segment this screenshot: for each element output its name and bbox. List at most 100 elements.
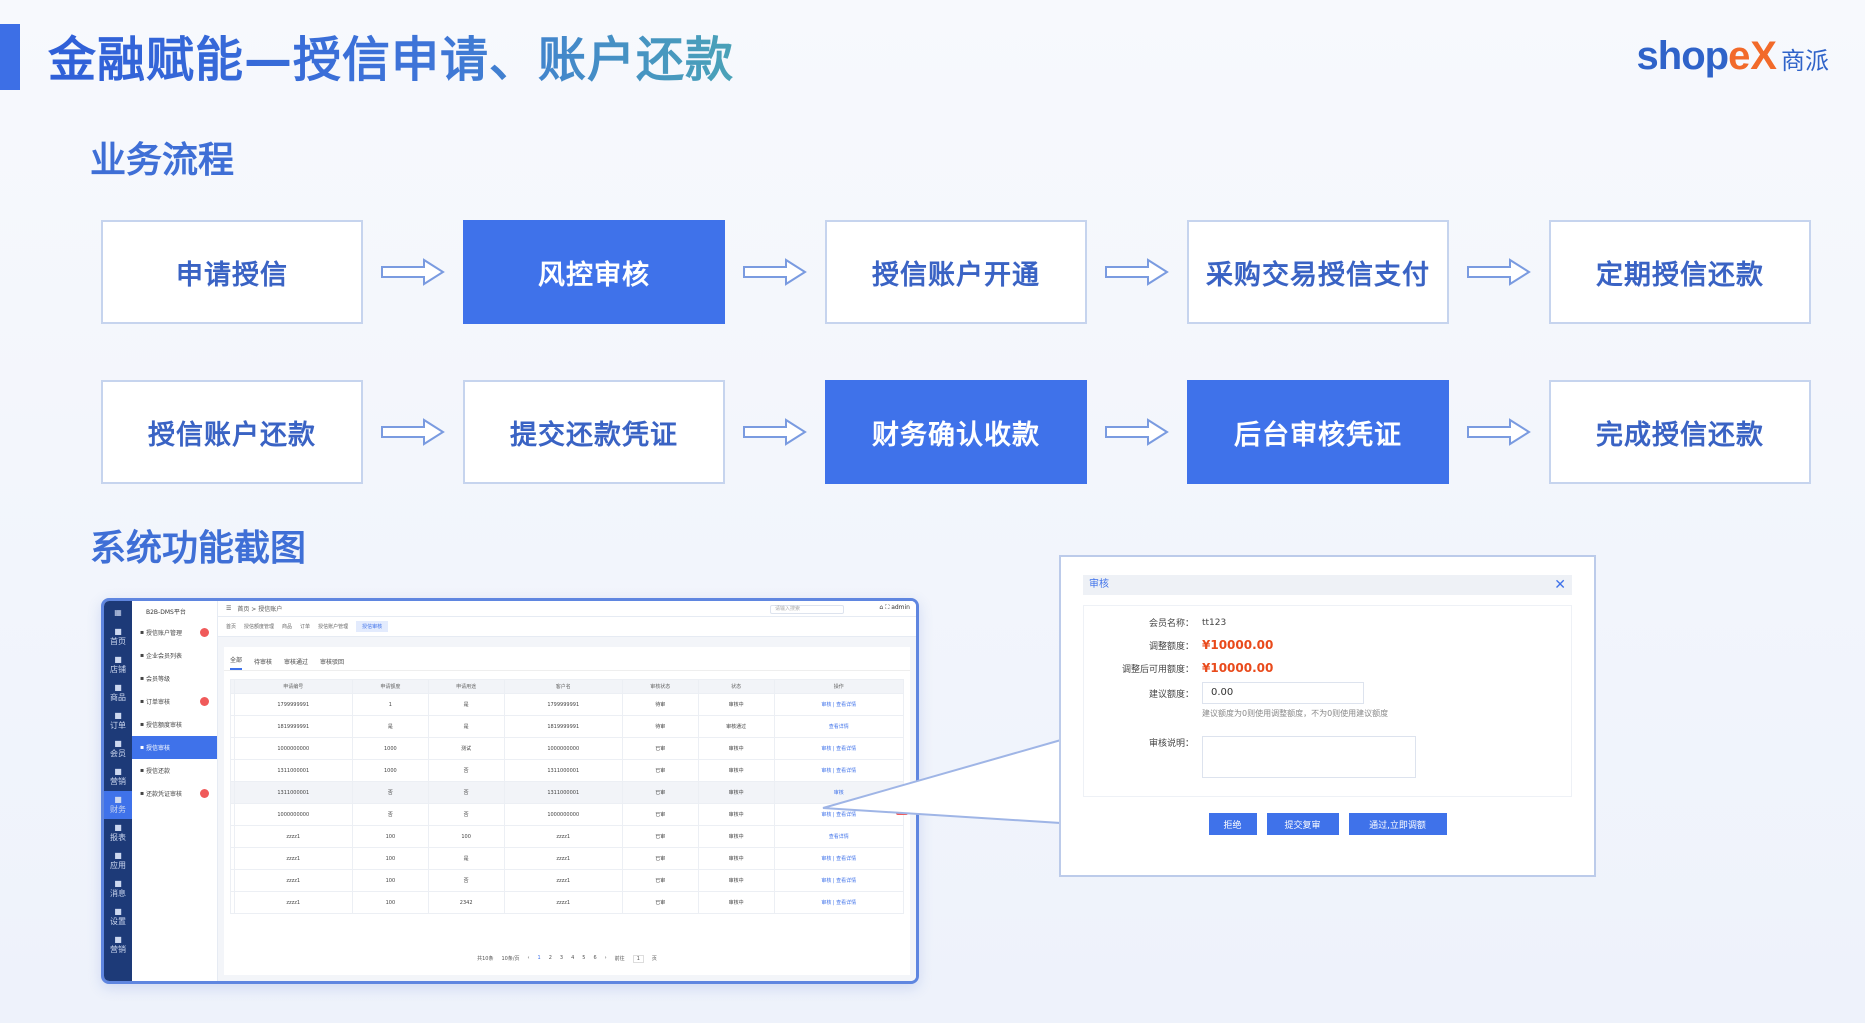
status-subtab[interactable]: 审核驳回 bbox=[320, 659, 345, 666]
resubmit-button[interactable]: 提交复审 bbox=[1266, 813, 1339, 835]
pager-page[interactable]: 1 bbox=[537, 955, 541, 961]
status-subtab[interactable]: 审核通过 bbox=[284, 659, 309, 666]
table-cell: zzzz1 bbox=[233, 825, 353, 848]
member-label: 会员名称： bbox=[1148, 619, 1194, 629]
row-actions[interactable]: 审核 | 查看详情 bbox=[773, 869, 904, 892]
table-cell: 已审 bbox=[621, 891, 699, 914]
sidebar-item[interactable]: ▪ 企业会员列表 bbox=[132, 644, 217, 667]
sidebar-item[interactable]: ▪ 授信审核 bbox=[132, 736, 217, 759]
amount-label: 调整额度： bbox=[1148, 641, 1194, 652]
icon-nav-item[interactable]: ■营销 bbox=[104, 931, 132, 959]
icon-nav-item[interactable]: ■营销 bbox=[104, 763, 132, 791]
pager-prev[interactable]: ‹ bbox=[527, 955, 530, 961]
top-bar: ☰ 首页 > 授信账户 请输入搜索 ⌂ ⛶ admin bbox=[218, 601, 916, 617]
table-cell: 1311000001 bbox=[233, 781, 353, 804]
icon-nav-item[interactable]: ■会员 bbox=[104, 735, 132, 763]
shopex-logo: shop eX 商派 bbox=[1637, 34, 1829, 79]
row-actions[interactable]: 审核 | 查看详情 bbox=[773, 693, 904, 716]
column-header: 状态 bbox=[697, 679, 775, 694]
pager-next[interactable]: › bbox=[604, 955, 607, 961]
row-actions[interactable]: 审核 | 查看详情 bbox=[773, 803, 904, 826]
sidebar-item-label: 还款凭证审核 bbox=[145, 791, 182, 798]
row-actions[interactable]: 审核 | 查看详情 bbox=[773, 891, 904, 914]
icon-nav-item[interactable]: ■首页 bbox=[104, 623, 132, 651]
pager-page[interactable]: 6 bbox=[593, 955, 597, 961]
column-header: 申请用途 bbox=[427, 679, 505, 694]
flow-arrow-icon bbox=[1449, 220, 1549, 324]
approve-button[interactable]: 通过,立即调额 bbox=[1348, 813, 1447, 835]
reject-button[interactable]: 拒绝 bbox=[1208, 813, 1257, 835]
close-icon[interactable]: ✕ bbox=[1554, 577, 1566, 593]
user-menu[interactable]: admin bbox=[891, 604, 910, 611]
table-cell: 否 bbox=[427, 759, 505, 782]
sidebar-item[interactable]: ▪ 还款凭证审核 bbox=[132, 782, 217, 805]
notification-badge[interactable]: 12 bbox=[896, 807, 908, 815]
table-cell: 1000000000 bbox=[503, 737, 623, 760]
table-cell: 审核中 bbox=[697, 781, 775, 804]
row-actions[interactable]: 查看详情 bbox=[773, 825, 904, 848]
icon-nav-item[interactable]: ■财务 bbox=[104, 791, 132, 819]
page-tab[interactable]: 授信账户管理 bbox=[318, 624, 349, 630]
status-subtab[interactable]: 全部 bbox=[230, 655, 243, 670]
table-cell: 1000000000 bbox=[233, 737, 353, 760]
table-cell: 已审 bbox=[621, 803, 699, 826]
table-cell: 否 bbox=[351, 803, 429, 826]
search-input[interactable]: 请输入搜索 bbox=[770, 605, 844, 614]
table-cell: 1311000001 bbox=[503, 759, 623, 782]
amount-value: ¥10000.00 bbox=[1202, 638, 1274, 652]
suggest-input[interactable]: 0.00 bbox=[1202, 682, 1364, 704]
page-tab[interactable]: 首页 bbox=[226, 624, 237, 630]
icon-nav-item[interactable]: ■消息 bbox=[104, 875, 132, 903]
table-cell: 是 bbox=[427, 847, 505, 870]
table-cell: 1311000001 bbox=[233, 759, 353, 782]
row-actions[interactable]: 审核 | 查看详情 bbox=[773, 737, 904, 760]
status-subtab[interactable]: 待审核 bbox=[254, 659, 273, 666]
icon-nav-item[interactable]: ■商品 bbox=[104, 679, 132, 707]
table-cell: 否 bbox=[427, 781, 505, 804]
home-icon[interactable]: ⌂ bbox=[879, 604, 884, 611]
page-tab[interactable]: 订单 bbox=[300, 624, 311, 630]
icon-nav-item[interactable]: ■店铺 bbox=[104, 651, 132, 679]
logo-cn: 商派 bbox=[1781, 47, 1829, 75]
page-tab[interactable]: 授信审核 bbox=[356, 621, 389, 632]
icon-nav-item[interactable]: ■订单 bbox=[104, 707, 132, 735]
nav-icon: ■ bbox=[114, 739, 122, 748]
table-cell: zzzz1 bbox=[233, 891, 353, 914]
pager-size-select[interactable]: 10条/页 bbox=[501, 956, 520, 962]
pager-page[interactable]: 5 bbox=[582, 955, 586, 961]
pager-page[interactable]: 3 bbox=[559, 955, 564, 961]
sidebar-item-label: 授信账户管理 bbox=[145, 630, 182, 637]
sidebar-item[interactable]: ▪ 授信额度审核 bbox=[132, 713, 217, 736]
row-actions[interactable]: 审核 | 查看详情 bbox=[773, 847, 904, 870]
sidebar-item[interactable]: ▪ 会员等级 bbox=[132, 667, 217, 690]
sidebar-item[interactable]: ▪ 授信账户管理 bbox=[132, 621, 217, 644]
sidebar-item[interactable]: ▪ 授信还款 bbox=[132, 759, 217, 782]
icon-nav-item[interactable]: ■报表 bbox=[104, 819, 132, 847]
pager-page[interactable]: 2 bbox=[548, 955, 552, 961]
dialog-title: 审核 bbox=[1089, 579, 1109, 590]
nav-label: 报表 bbox=[110, 833, 126, 842]
breadcrumb: 首页 > 授信账户 bbox=[237, 606, 283, 613]
table-cell: 审核中 bbox=[697, 847, 775, 870]
pager-goto-label: 前往 bbox=[614, 956, 625, 962]
remark-textarea[interactable] bbox=[1202, 736, 1416, 778]
sidebar-item[interactable]: ▪ 订单审核 bbox=[132, 690, 217, 713]
column-header: 客户名 bbox=[503, 679, 623, 694]
table-cell: 审核中 bbox=[697, 737, 775, 760]
flow-arrow-icon bbox=[1087, 380, 1187, 484]
page-tab[interactable]: 授信额度管理 bbox=[244, 624, 275, 630]
fullscreen-icon[interactable]: ⛶ bbox=[885, 604, 890, 611]
row-actions[interactable]: 审核 bbox=[773, 781, 904, 804]
page-tab[interactable]: 商品 bbox=[282, 624, 293, 630]
pager-page[interactable]: 4 bbox=[571, 955, 575, 961]
table-cell: 100 bbox=[351, 847, 429, 870]
row-actions[interactable]: 查看详情 bbox=[773, 715, 904, 738]
row-actions[interactable]: 审核 | 查看详情 bbox=[773, 759, 904, 782]
icon-nav-item[interactable]: ■应用 bbox=[104, 847, 132, 875]
menu-toggle-icon[interactable]: ☰ bbox=[226, 605, 232, 612]
icon-nav-item[interactable]: ■设置 bbox=[104, 903, 132, 931]
flow-step: 采购交易授信支付 bbox=[1187, 220, 1449, 324]
pager-goto-input[interactable]: 1 bbox=[632, 955, 644, 963]
